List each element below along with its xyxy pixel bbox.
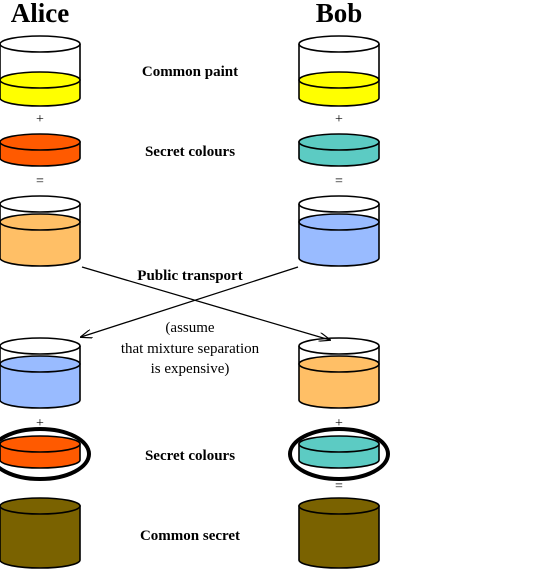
alice-secret-colour-disc-2 xyxy=(0,435,81,469)
secret-colours-label-top: Secret colours xyxy=(145,144,235,160)
alice-mixture-cup xyxy=(0,195,81,267)
alice-secret-highlight-ring xyxy=(0,427,91,481)
bob-secret-colour-disc-2 xyxy=(298,435,380,469)
bob-secret-colour-disc xyxy=(298,133,380,167)
note-line-3: is expensive) xyxy=(151,361,230,377)
bob-mixture-cup xyxy=(298,195,380,267)
paint-containers xyxy=(0,35,390,569)
secret-colours-label-bottom: Secret colours xyxy=(145,448,235,464)
bob-plus-1: + xyxy=(335,112,343,127)
alice-name: Alice xyxy=(11,0,69,28)
public-transport-label: Public transport xyxy=(137,268,242,284)
alice-equals: = xyxy=(36,174,44,189)
note-line-1: (assume xyxy=(165,320,214,336)
alice-received-mixture-cup xyxy=(0,337,81,409)
bob-equals-2: = xyxy=(335,479,343,494)
alice-secret-colour-disc xyxy=(0,133,81,167)
alice-plus-2: + xyxy=(36,416,44,431)
bob-secret-highlight-ring xyxy=(288,427,390,481)
bob-received-mixture-cup xyxy=(298,337,380,409)
note-line-2: that mixture separation xyxy=(121,341,260,357)
common-secret-label: Common secret xyxy=(140,528,240,544)
alice-to-bob-arrow xyxy=(81,266,330,340)
bob-name: Bob xyxy=(316,0,363,28)
bob-to-alice-arrow xyxy=(81,266,299,337)
bob-common-secret-cup xyxy=(298,497,380,569)
alice-plus-1: + xyxy=(36,112,44,127)
alice-common-paint-cup xyxy=(0,35,81,107)
bob-plus-2: + xyxy=(335,416,343,431)
common-paint-label: Common paint xyxy=(142,64,238,80)
alice-common-secret-cup xyxy=(0,497,81,569)
bob-common-paint-cup xyxy=(298,35,380,107)
bob-equals: = xyxy=(335,174,343,189)
